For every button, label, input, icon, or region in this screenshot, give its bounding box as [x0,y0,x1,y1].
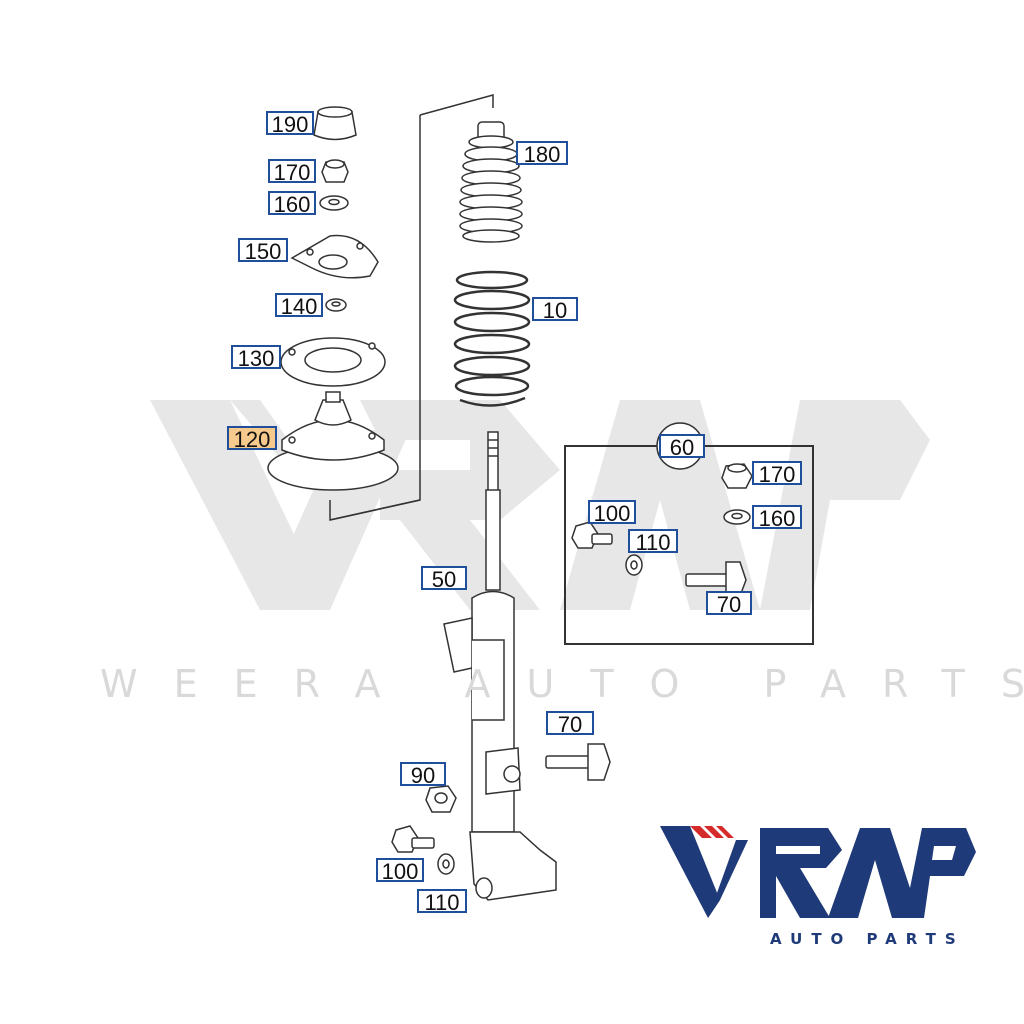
dust-boot-part [459,121,523,243]
washer-lower-part [437,853,455,875]
upper-plate-part [290,234,379,279]
callout-150[interactable]: 150 [238,238,288,264]
callout-100[interactable]: 100 [376,858,424,884]
kit-nut-part [721,463,753,489]
callout-110-kit[interactable]: 110 [628,529,678,555]
bracket-line-bottom [329,499,421,521]
brand-subtitle: AUTO PARTS [770,930,965,948]
callout-160-kit[interactable]: 160 [752,505,802,531]
small-nut-part [325,298,347,312]
callout-100-kit[interactable]: 100 [588,500,636,526]
kit-washer-part [723,509,751,525]
kit-long-bolt-part [685,561,747,597]
kit-washer-small-part [625,554,643,576]
callout-170-kit[interactable]: 170 [752,461,802,487]
callout-160-top[interactable]: 160 [268,191,316,217]
callout-90[interactable]: 90 [400,762,446,788]
coil-spring-part [453,270,531,407]
washer-part [319,195,349,211]
callout-60[interactable]: 60 [659,434,705,460]
callout-10[interactable]: 10 [532,297,578,323]
bump-stop-part [313,106,357,141]
bracket-line [419,94,494,116]
watermark-tagline: WEERA AUTO PARTS [100,662,1024,706]
nut-part [321,159,349,183]
bearing-plate-part [280,337,386,387]
strut-mount-part [267,391,399,491]
callout-170-top[interactable]: 170 [268,159,316,185]
callout-190[interactable]: 190 [266,111,314,137]
hex-bolt-part [391,825,435,853]
callout-50[interactable]: 50 [421,566,467,592]
callout-120[interactable]: 120 [227,426,277,452]
callout-70[interactable]: 70 [546,711,594,737]
callout-180[interactable]: 180 [516,141,568,167]
lock-nut-part [425,785,457,813]
callout-140[interactable]: 140 [275,293,323,319]
callout-130[interactable]: 130 [231,345,281,371]
callout-70-kit[interactable]: 70 [706,591,752,617]
callout-110[interactable]: 110 [417,889,467,915]
bolt-part [545,743,611,781]
shock-absorber-part [443,431,557,901]
brand-logo [660,826,976,918]
